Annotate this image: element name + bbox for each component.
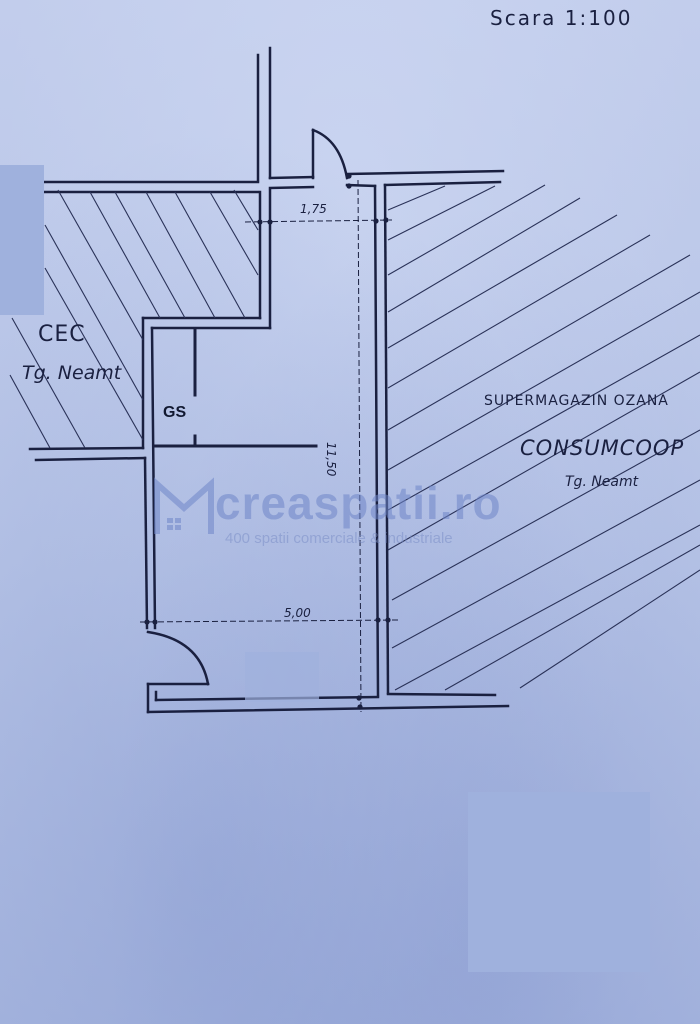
neighbor-left-name: CEC (38, 322, 86, 347)
building-logo-icon (154, 477, 214, 534)
room-gs-label: GS (163, 404, 187, 421)
neighbor-right-city: Tg. Neamt (565, 474, 639, 490)
neighbor-right-name: SUPERMAGAZIN OZANA (484, 393, 669, 409)
watermark: creaspatii.ro 400 spatii comerciale & in… (153, 476, 501, 547)
redacted-block (0, 165, 44, 315)
neighbor-left-city: Tg. Neamt (22, 362, 122, 384)
redacted-block (468, 792, 650, 972)
redacted-block (245, 652, 319, 702)
scale-label: Scara 1:100 (490, 6, 633, 30)
neighbor-right-org: CONSUMCOOP (520, 436, 685, 460)
dimension-bottom-width: 5,00 (284, 606, 311, 620)
watermark-brand: creaspatii.ro (215, 477, 502, 529)
watermark-tagline: 400 spatii comerciale & industriale (225, 530, 453, 547)
dimension-length: 11,50 (324, 442, 338, 477)
dimension-top-width: 1,75 (300, 202, 327, 216)
